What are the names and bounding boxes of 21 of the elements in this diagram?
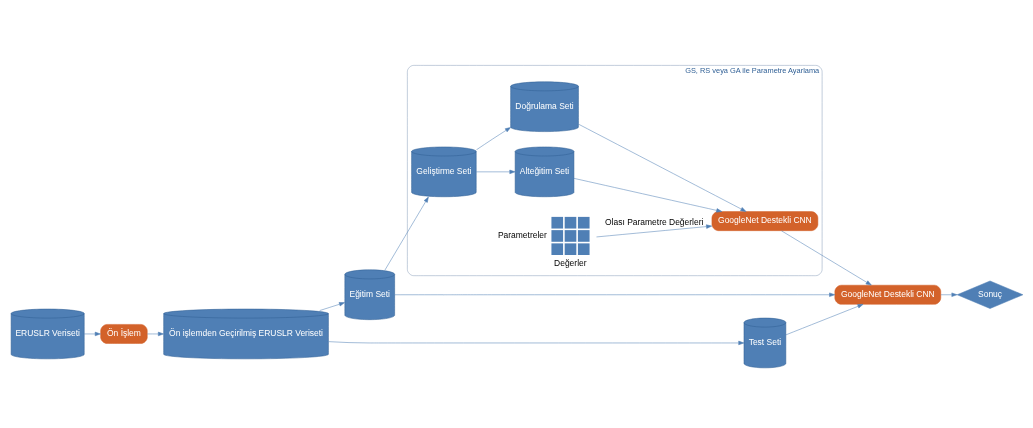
arrow: [940, 292, 957, 297]
arrow: [573, 177, 722, 212]
node-box: GoogleNet Destekli CNN: [711, 210, 818, 231]
arrow: [83, 331, 101, 336]
node-label: Değerler: [553, 257, 587, 268]
node-label: Parametreler: [497, 229, 547, 240]
arrow: [393, 292, 835, 297]
arrow: [595, 223, 712, 237]
arrow: [475, 126, 511, 150]
edge-label: Olası Parametre Değerleri: [604, 216, 703, 227]
arrow: [577, 123, 746, 212]
arrow: [384, 196, 429, 270]
arrow: [318, 301, 345, 311]
arrow: [475, 169, 515, 174]
node-diamond: Sonuç: [956, 280, 1023, 309]
arrow: [780, 230, 872, 285]
arrow: [327, 340, 744, 345]
arrow: [785, 303, 863, 335]
arrow: [146, 331, 164, 336]
node-box: GoogleNet Destekli CNN: [834, 284, 941, 305]
node-box: Ön İşlem: [99, 323, 148, 344]
